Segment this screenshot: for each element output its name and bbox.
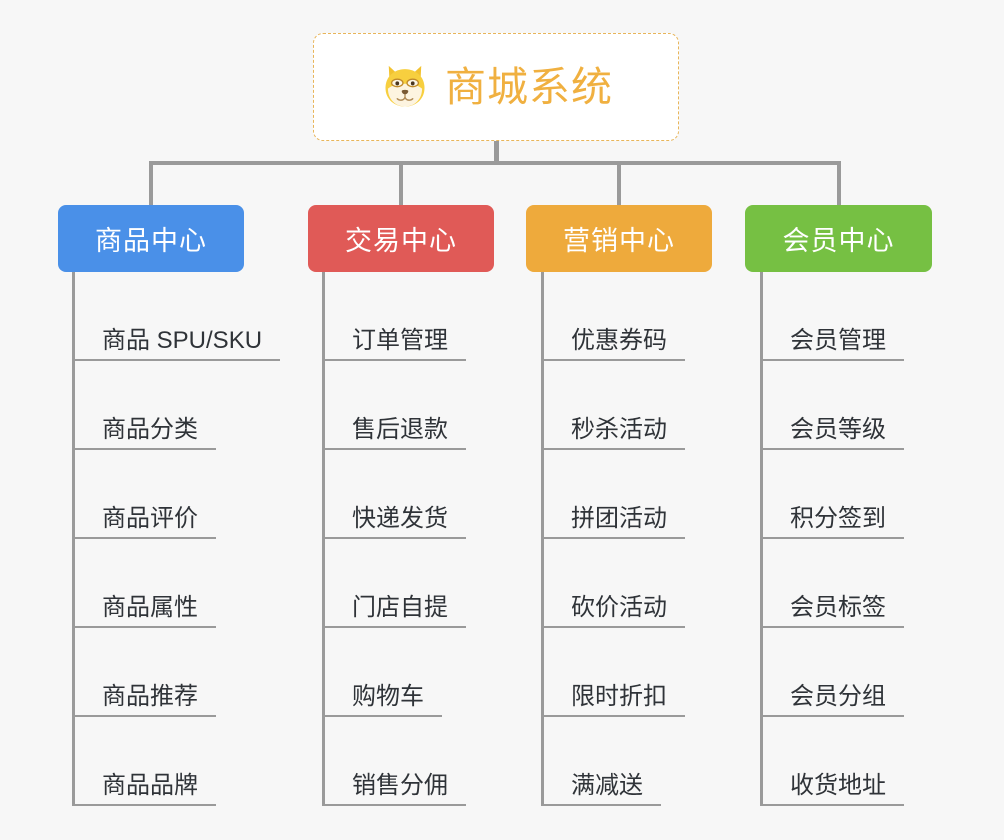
leaf-item-label: 购物车 bbox=[322, 683, 442, 717]
leaf-item-label: 会员等级 bbox=[760, 416, 904, 450]
leaf-item-label: 商品推荐 bbox=[72, 683, 216, 717]
leaf-item[interactable]: 拼团活动 bbox=[541, 450, 685, 539]
leaf-item[interactable]: 商品评价 bbox=[72, 450, 216, 539]
category-label: 会员中心 bbox=[782, 226, 895, 256]
leaf-item[interactable]: 满减送 bbox=[541, 717, 661, 806]
leaf-item[interactable]: 会员管理 bbox=[760, 272, 904, 361]
leaf-item-label: 秒杀活动 bbox=[541, 416, 685, 450]
leaf-item[interactable]: 优惠券码 bbox=[541, 272, 685, 361]
category-label: 交易中心 bbox=[345, 226, 457, 256]
leaf-item[interactable]: 会员分组 bbox=[760, 628, 904, 717]
leaf-item-label: 商品 SPU/SKU bbox=[72, 327, 281, 361]
root-title: 商城系统 bbox=[445, 63, 613, 110]
leaf-item-label: 优惠券码 bbox=[541, 327, 685, 361]
leaf-item[interactable]: 快递发货 bbox=[322, 450, 466, 539]
leaf-item[interactable]: 门店自提 bbox=[322, 539, 466, 628]
leaf-item-label: 快递发货 bbox=[322, 505, 466, 539]
branch-spine bbox=[760, 272, 763, 806]
leaf-item-label: 商品评价 bbox=[72, 505, 216, 539]
category-box-transaction-center[interactable]: 交易中心 bbox=[308, 205, 494, 272]
leaf-item-label: 砍价活动 bbox=[541, 594, 685, 628]
root-node[interactable]: 商城系统 bbox=[313, 33, 679, 141]
leaf-item[interactable]: 收货地址 bbox=[760, 717, 904, 806]
leaf-item-label: 会员分组 bbox=[760, 683, 904, 717]
leaf-item[interactable]: 售后退款 bbox=[322, 361, 466, 450]
connector-bus bbox=[149, 161, 841, 165]
leaf-item-label: 售后退款 bbox=[322, 416, 466, 450]
branch-spine bbox=[322, 272, 325, 806]
leaf-item-label: 积分签到 bbox=[760, 505, 904, 539]
connector-drop-3 bbox=[617, 161, 621, 205]
leaf-item-label: 商品属性 bbox=[72, 594, 216, 628]
category-box-member-center[interactable]: 会员中心 bbox=[745, 205, 932, 272]
leaf-item[interactable]: 会员标签 bbox=[760, 539, 904, 628]
leaf-item[interactable]: 商品推荐 bbox=[72, 628, 216, 717]
leaf-item-label: 销售分佣 bbox=[322, 772, 466, 806]
connector-root-stem bbox=[494, 141, 499, 164]
connector-drop-2 bbox=[399, 161, 403, 205]
leaf-item-label: 门店自提 bbox=[322, 594, 466, 628]
category-label: 商品中心 bbox=[95, 226, 207, 256]
category-box-product-center[interactable]: 商品中心 bbox=[58, 205, 244, 272]
category-box-marketing-center[interactable]: 营销中心 bbox=[526, 205, 712, 272]
category-label: 营销中心 bbox=[563, 226, 675, 256]
leaf-item[interactable]: 限时折扣 bbox=[541, 628, 685, 717]
leaf-item-label: 订单管理 bbox=[322, 327, 466, 361]
connector-drop-1 bbox=[149, 161, 153, 205]
leaf-item[interactable]: 商品品牌 bbox=[72, 717, 216, 806]
leaf-item-label: 限时折扣 bbox=[541, 683, 685, 717]
leaf-item-label: 会员标签 bbox=[760, 594, 904, 628]
leaf-item[interactable]: 商品 SPU/SKU bbox=[72, 272, 281, 361]
leaf-item[interactable]: 砍价活动 bbox=[541, 539, 685, 628]
leaf-item-label: 收货地址 bbox=[760, 772, 904, 806]
leaf-item[interactable]: 会员等级 bbox=[760, 361, 904, 450]
leaf-item[interactable]: 商品属性 bbox=[72, 539, 216, 628]
leaf-item[interactable]: 积分签到 bbox=[760, 450, 904, 539]
connector-drop-4 bbox=[837, 161, 841, 205]
leaf-item-label: 会员管理 bbox=[760, 327, 904, 361]
leaf-item[interactable]: 秒杀活动 bbox=[541, 361, 685, 450]
leaf-item-label: 商品品牌 bbox=[72, 772, 216, 806]
leaf-item-label: 拼团活动 bbox=[541, 505, 685, 539]
leaf-item[interactable]: 订单管理 bbox=[322, 272, 466, 361]
leaf-item[interactable]: 购物车 bbox=[322, 628, 442, 717]
branch-spine bbox=[72, 272, 75, 806]
shiba-dog-face-icon bbox=[385, 65, 425, 107]
leaf-item[interactable]: 销售分佣 bbox=[322, 717, 466, 806]
branch-spine bbox=[541, 272, 544, 806]
leaf-item[interactable]: 商品分类 bbox=[72, 361, 216, 450]
leaf-item-label: 满减送 bbox=[541, 772, 661, 806]
leaf-item-label: 商品分类 bbox=[72, 416, 216, 450]
